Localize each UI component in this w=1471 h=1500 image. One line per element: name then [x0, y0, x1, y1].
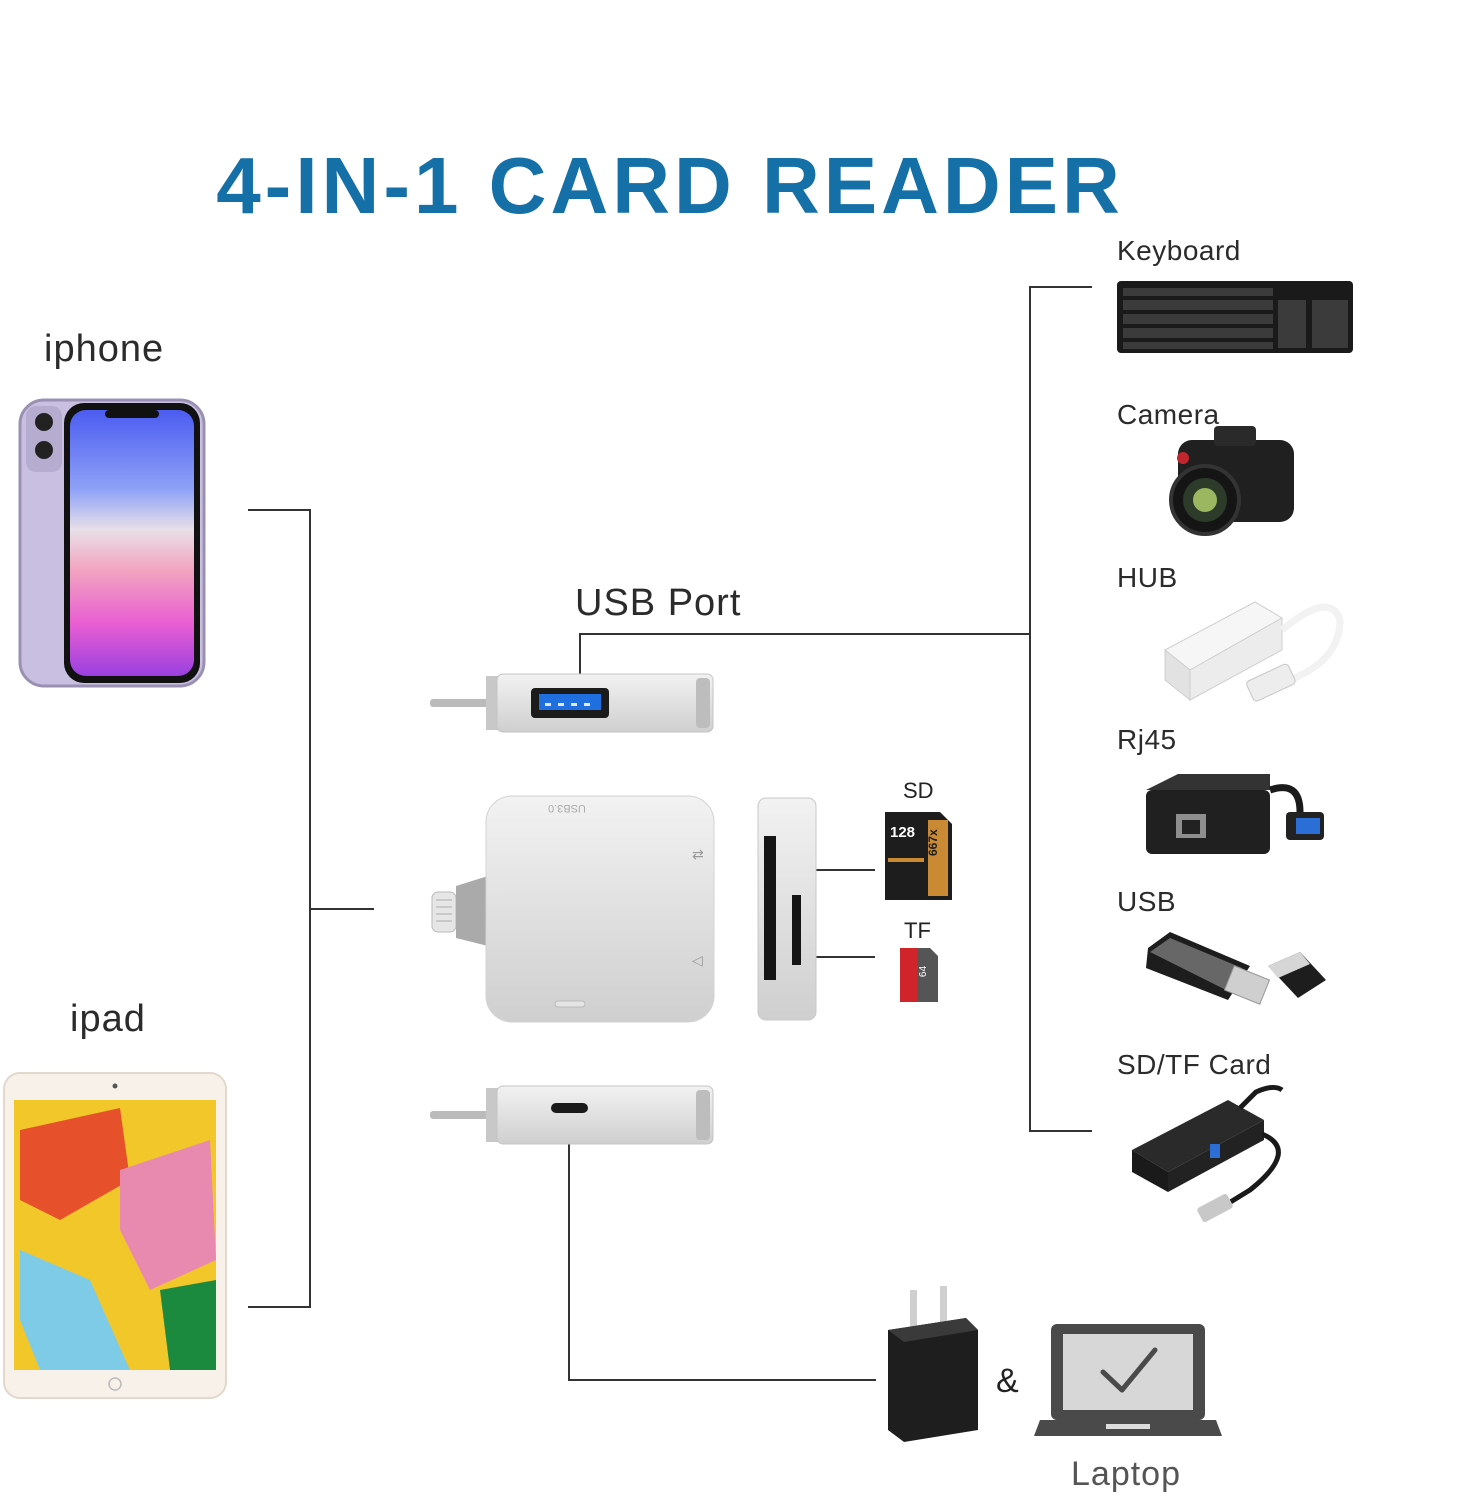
laptop-icon: [1034, 1324, 1222, 1436]
sd-tf-card-label: SD/TF Card: [1117, 1049, 1272, 1080]
tf-card-illustration: [900, 948, 938, 1002]
svg-text:⇄: ⇄: [692, 847, 704, 863]
usb-flash-drive-illustration: [1146, 932, 1326, 1005]
tf-card-capacity-text: 64: [918, 965, 930, 978]
camera-illustration: [1169, 426, 1294, 536]
usb-a-port-side-view: [430, 673, 714, 733]
usb-port-label: USB Port: [575, 582, 742, 624]
tf-slot-label: TF: [904, 918, 931, 943]
usb-label: USB: [1117, 886, 1177, 917]
ampersand-text: &: [996, 1362, 1019, 1400]
card-reader-adapter-top-view: ⇄ ◁: [431, 795, 715, 1023]
sd-card-capacity-text: 128: [890, 824, 916, 841]
sd-card-speed-text: 667x: [926, 829, 940, 856]
power-adapter-illustration: [888, 1286, 978, 1442]
sd-slot-label: SD: [903, 778, 934, 803]
camera-label: Camera: [1117, 399, 1220, 430]
usb-c-port-side-view: [430, 1085, 714, 1145]
page-title: 4-IN-1 CARD READER: [216, 141, 1124, 230]
laptop-label: Laptop: [1071, 1455, 1181, 1493]
usb-hub-illustration: [1164, 601, 1344, 702]
left-bracket-lines: [248, 509, 374, 1308]
rj45-adapter-illustration: [1146, 774, 1324, 854]
iphone-illustration: [18, 398, 206, 688]
iphone-label: iphone: [44, 328, 165, 370]
card-reader-hub-illustration: [1132, 1084, 1284, 1222]
svg-text:◁: ◁: [692, 953, 703, 969]
keyboard-label: Keyboard: [1117, 235, 1241, 266]
card-slot-side-view: [757, 797, 817, 1021]
rj45-label: Rj45: [1117, 724, 1177, 755]
hub-label: HUB: [1117, 562, 1178, 593]
ipad-label: ipad: [70, 998, 146, 1040]
adapter-brand-text: USB3.0: [548, 802, 586, 814]
keyboard-illustration: [1117, 281, 1353, 353]
ipad-illustration: [3, 1072, 227, 1399]
sd-card-illustration: [885, 812, 952, 900]
